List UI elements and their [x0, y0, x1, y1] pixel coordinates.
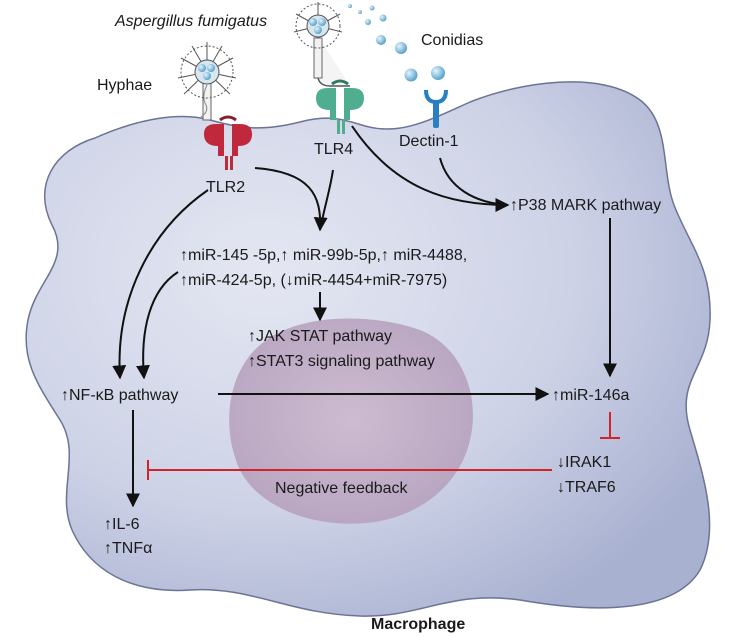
jak-stat-label: ↑JAK STAT pathway: [248, 328, 392, 345]
up-arrow-icon: ↑: [104, 540, 112, 557]
up-arrow-icon: ↑: [61, 387, 69, 404]
mirna-line2-label: ↑miR-424-5p, (↓miR-4454+miR-7975): [180, 272, 447, 289]
hyphae-structure: [177, 42, 237, 121]
conidia-spores: [348, 4, 445, 82]
mirna-line1-label: ↑miR-145 -5p,↑ miR-99b-5p,↑ miR-4488,: [180, 247, 467, 264]
up-arrow-icon: ↑: [248, 328, 256, 345]
tnfa-label: ↑TNFα: [104, 540, 152, 557]
up-arrow-icon: ↑: [510, 197, 518, 214]
conidias-label: Conidias: [421, 32, 483, 49]
traf6-label: ↓TRAF6: [557, 479, 616, 496]
mir146a-label: ↑miR-146a: [552, 387, 629, 404]
dectin1-receptor-icon: [424, 89, 448, 128]
tlr4-label: TLR4: [314, 141, 353, 158]
il6-label: ↑IL-6: [104, 516, 140, 533]
dectin1-label: Dectin-1: [399, 133, 459, 150]
up-arrow-icon: ↑: [180, 272, 188, 289]
macrophage-title: Macrophage: [371, 616, 465, 633]
nfkb-label: ↑NF-κB pathway: [61, 387, 178, 404]
hyphae-label: Hyphae: [97, 77, 152, 94]
nucleus: [229, 318, 473, 524]
irak1-label: ↓IRAK1: [557, 454, 611, 471]
organism-label: Aspergillus fumigatus: [114, 13, 267, 30]
conidiophore-structure: [293, 2, 350, 87]
tlr4-receptor-icon: [316, 79, 364, 134]
stat3-label: ↑STAT3 signaling pathway: [248, 353, 435, 370]
pathway-arrows: [112, 125, 617, 508]
down-arrow-icon: ↓: [557, 454, 565, 471]
tlr2-receptor-icon: [204, 115, 252, 170]
up-arrow-icon: ↑: [552, 387, 560, 404]
up-arrow-icon: ↑: [104, 516, 112, 533]
down-arrow-icon: ↓: [557, 479, 565, 496]
up-arrow-icon: ↑: [248, 353, 256, 370]
p38-pathway-label: ↑P38 MARK pathway: [510, 197, 661, 214]
tlr2-label: TLR2: [206, 179, 245, 196]
inhibition-lines: [147, 412, 620, 480]
negative-feedback-label: Negative feedback: [275, 480, 409, 497]
up-arrow-icon: ↑: [180, 247, 188, 264]
